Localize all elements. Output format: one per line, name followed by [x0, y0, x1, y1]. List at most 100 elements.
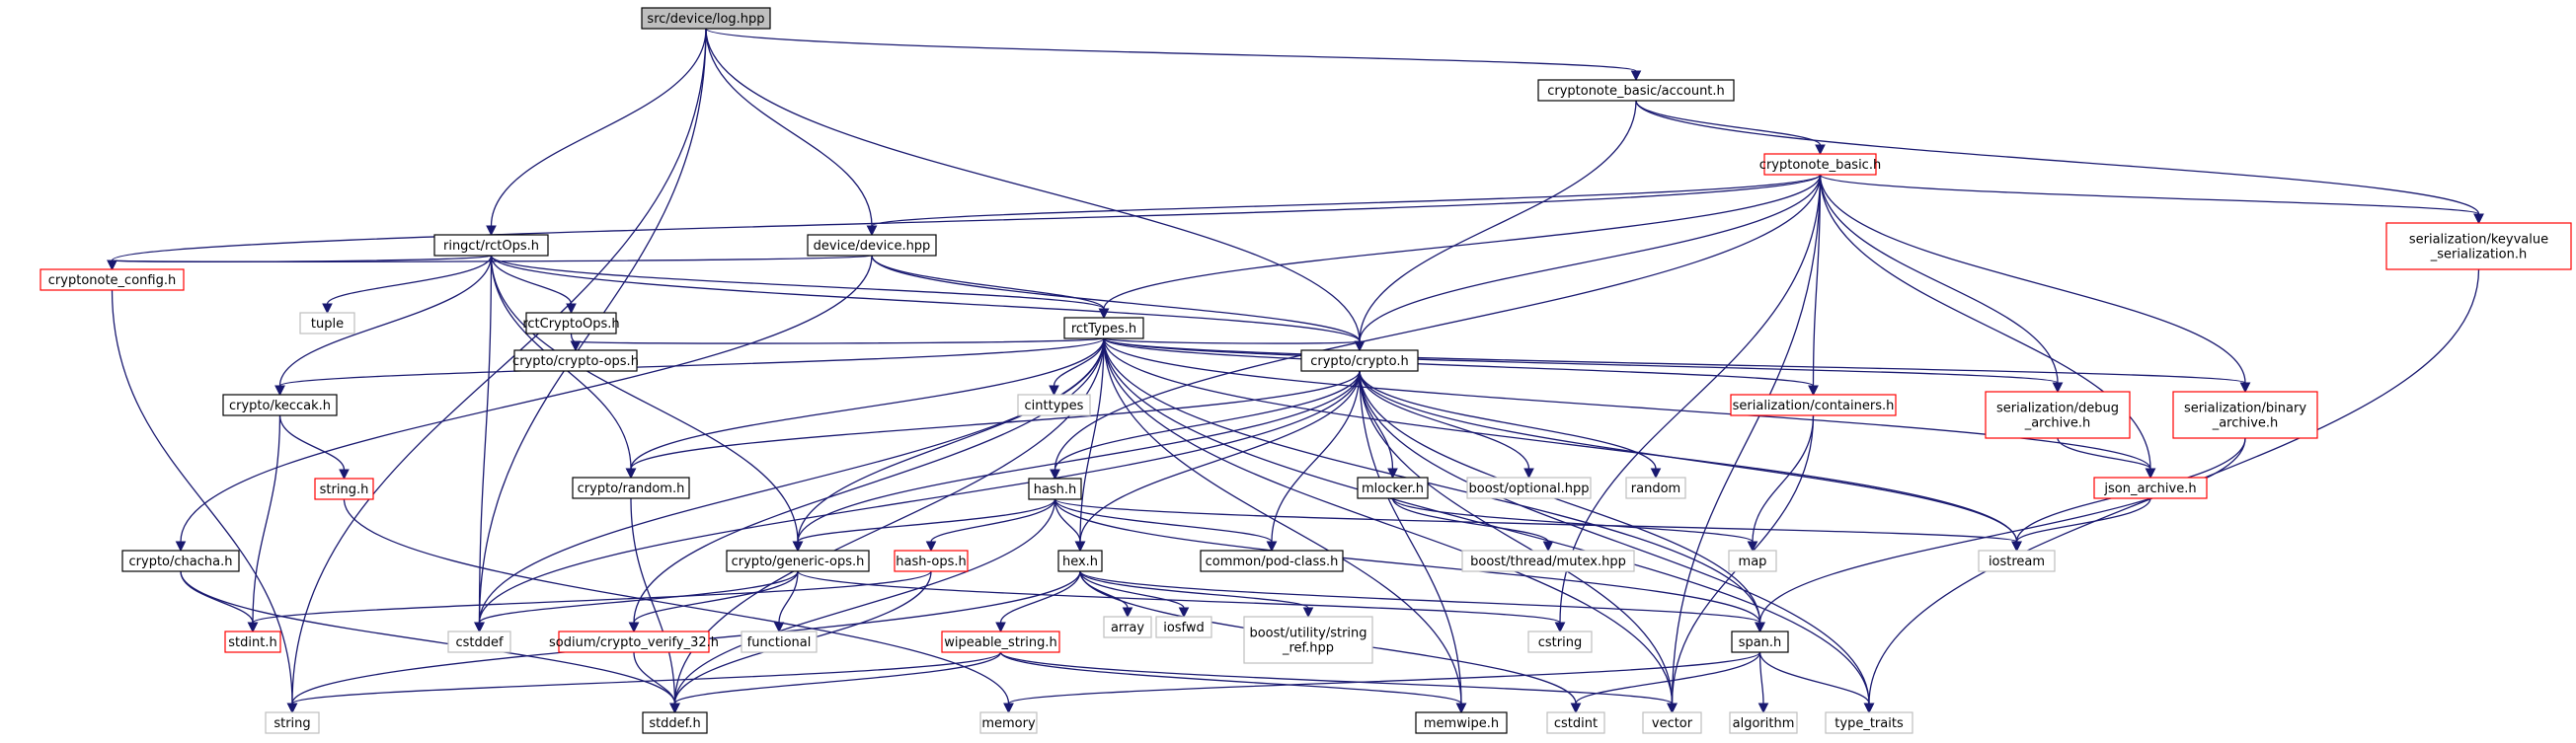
node-box [641, 7, 771, 30]
node-label: mlocker.h [1362, 482, 1424, 496]
edge-rcttypes-to-serbinary [1103, 337, 2251, 394]
edge-line [871, 255, 1105, 310]
edge-line [999, 651, 1462, 705]
edge-line [252, 570, 932, 624]
node-memwipe[interactable]: memwipe.h [1415, 711, 1508, 734]
node-stdint[interactable]: stdint.h [224, 631, 281, 653]
node-keccak[interactable]: crypto/keccak.h [222, 394, 338, 416]
node-box [2172, 391, 2318, 439]
edge-line [1359, 370, 2018, 543]
node-label: vector [1652, 716, 1693, 731]
node-box [2093, 477, 2208, 499]
edge-line [871, 174, 1822, 227]
edge-rctops-to-cstddef [474, 255, 493, 633]
node-box [807, 234, 937, 257]
edge-root-to-account [705, 28, 1642, 82]
node-box [1731, 631, 1789, 653]
edge-arrowhead [1455, 703, 1467, 714]
node-cinttypes: cinttypes [1017, 394, 1091, 416]
edge-arrowhead [669, 703, 680, 714]
node-hexh[interactable]: hex.h [1057, 550, 1103, 572]
edge-arrowhead [107, 260, 117, 271]
node-keyvalue[interactable]: serialization/keyvalue_serialization.h [2385, 222, 2572, 270]
edge-line [1758, 651, 1870, 705]
node-cnconfig[interactable]: cryptonote_config.h [39, 268, 185, 291]
node-jsonarchive[interactable]: json_archive.h [2093, 477, 2208, 499]
node-stringsys: string [265, 711, 320, 734]
node-serbinary[interactable]: serialization/binary_archive.h [2172, 391, 2318, 439]
node-stddef[interactable]: stddef.h [642, 711, 708, 734]
node-label: stddef.h [649, 716, 700, 731]
edge-line [1103, 174, 1822, 310]
edge-arrowhead [1050, 469, 1060, 481]
edge-cryptoh-to-random [625, 370, 1361, 480]
node-label: random [1631, 482, 1680, 496]
edge-line [1054, 174, 1822, 471]
node-mlocker[interactable]: mlocker.h [1357, 477, 1429, 499]
node-random[interactable]: crypto/random.h [572, 477, 690, 499]
edge-cnbasic-to-device [866, 174, 1822, 237]
edge-line [797, 498, 1056, 543]
node-label: cryptonote_basic.h [1759, 158, 1881, 173]
node-podclass[interactable]: common/pod-class.h [1200, 550, 1344, 572]
node-label: json_archive.h [2103, 482, 2196, 496]
node-serdebug[interactable]: serialization/debug_archive.h [1985, 391, 2131, 439]
edge-line [570, 333, 577, 343]
node-hashops[interactable]: hash-ops.h [894, 550, 969, 572]
edge-line [1103, 337, 2246, 384]
edge-line [1359, 370, 1870, 705]
edge-line [1054, 498, 1081, 543]
node-label: cstdint [1554, 716, 1598, 731]
edge-arrowhead [1049, 385, 1059, 397]
node-label: span.h [1739, 635, 1782, 650]
edge-line [633, 570, 799, 624]
node-rcttypes[interactable]: rctTypes.h [1063, 317, 1144, 339]
node-randomsys: random [1625, 477, 1686, 499]
edge-hashh-to-iostream [1054, 498, 2022, 553]
node-sercontainers[interactable]: serialization/containers.h [1730, 394, 1897, 416]
edge-span-to-memorysys [1003, 651, 1761, 714]
node-cryptoh[interactable]: crypto/crypto.h [1300, 349, 1419, 372]
node-cnbasic[interactable]: cryptonote_basic.h [1759, 153, 1881, 176]
edge-line [1819, 174, 2246, 384]
node-label: cstddef [455, 635, 504, 650]
node-sodium[interactable]: sodium/crypto_verify_32.h [549, 631, 719, 653]
edge-arrowhead [1757, 703, 1769, 714]
edge-wipeable-to-memwipe [999, 651, 1467, 714]
node-hashh[interactable]: hash.h [1028, 478, 1082, 500]
edge-genericops-to-functional [773, 570, 799, 633]
edge-arrowhead [792, 541, 804, 553]
node-label: iostream [1989, 555, 2045, 569]
edge-line [343, 498, 1010, 705]
edge-arrowhead [2011, 541, 2022, 553]
node-wipeable[interactable]: wipeable_string.h [941, 631, 1060, 653]
node-box [894, 550, 969, 572]
edge-arrowhead [995, 622, 1006, 633]
node-label: iosfwd [1163, 621, 1205, 635]
edge-line [1359, 370, 1530, 470]
node-layer: src/device/log.hpp cryptonote_basic/accou… [39, 7, 2572, 734]
node-genericops[interactable]: crypto/generic-ops.h [726, 550, 870, 572]
edge-line [1819, 174, 2059, 384]
node-account[interactable]: cryptonote_basic/account.h [1537, 79, 1735, 102]
edge-cnbasic-to-cnconfig [107, 174, 1822, 271]
node-box [265, 711, 320, 734]
node-chacha[interactable]: crypto/chacha.h [121, 550, 240, 572]
node-rctcryptoops[interactable]: rctCryptoOps.h [522, 312, 620, 334]
node-device[interactable]: device/device.hpp [807, 234, 937, 257]
node-box [642, 711, 708, 734]
node-root[interactable]: src/device/log.hpp [641, 7, 771, 30]
node-rctops[interactable]: ringct/rctOps.h [433, 234, 549, 257]
node-box [1642, 711, 1702, 734]
edge-line [1391, 497, 1754, 543]
node-label: cinttypes [1025, 399, 1084, 413]
edge-line [797, 570, 1561, 624]
edge-line [630, 370, 1361, 470]
node-cryptoops[interactable]: crypto/crypto-ops.h [512, 349, 639, 372]
edge-arrowhead [1747, 541, 1758, 553]
node-box [1300, 349, 1419, 372]
node-stringh[interactable]: string.h [314, 478, 374, 500]
node-span[interactable]: span.h [1731, 631, 1789, 653]
edge-arrowhead [2145, 468, 2156, 480]
edge-line [478, 255, 493, 624]
